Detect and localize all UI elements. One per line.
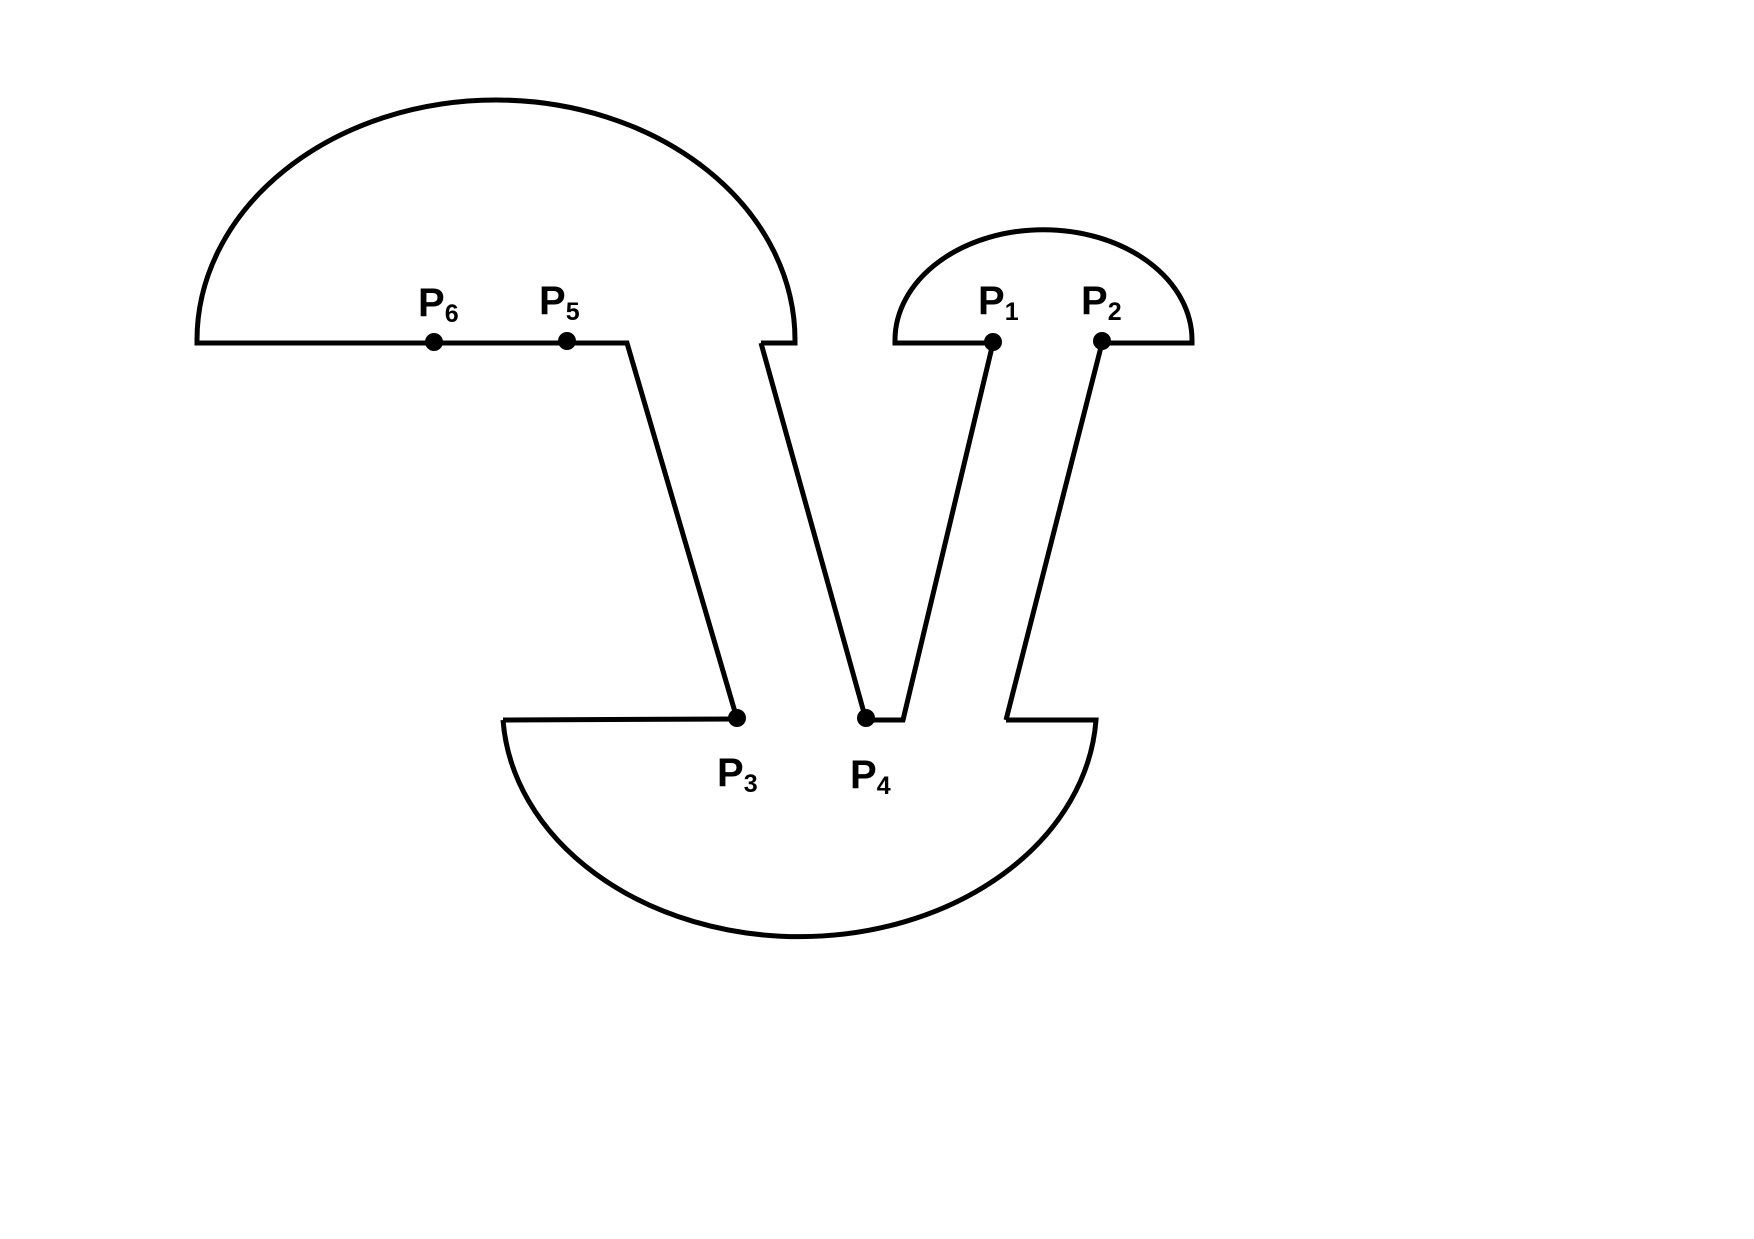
point-p6	[425, 333, 443, 351]
point-p5	[558, 332, 576, 350]
label-p5: P5	[539, 279, 580, 326]
label-p6: P6	[418, 281, 459, 328]
left-large-cap-outline	[194, 97, 798, 713]
label-p2: P2	[1081, 279, 1122, 326]
inner-right-diagonal	[1003, 342, 1105, 721]
label-p3: P3	[717, 751, 758, 798]
right-small-cap-outline	[866, 227, 1195, 723]
label-p1: P1	[978, 279, 1019, 326]
point-p4	[857, 709, 875, 727]
bottom-cap-outline	[500, 716, 1099, 940]
label-p4: P4	[850, 753, 891, 800]
point-p2	[1093, 332, 1111, 350]
point-p1	[984, 333, 1002, 351]
inner-left-diagonal	[758, 342, 869, 721]
point-p3	[728, 709, 746, 727]
